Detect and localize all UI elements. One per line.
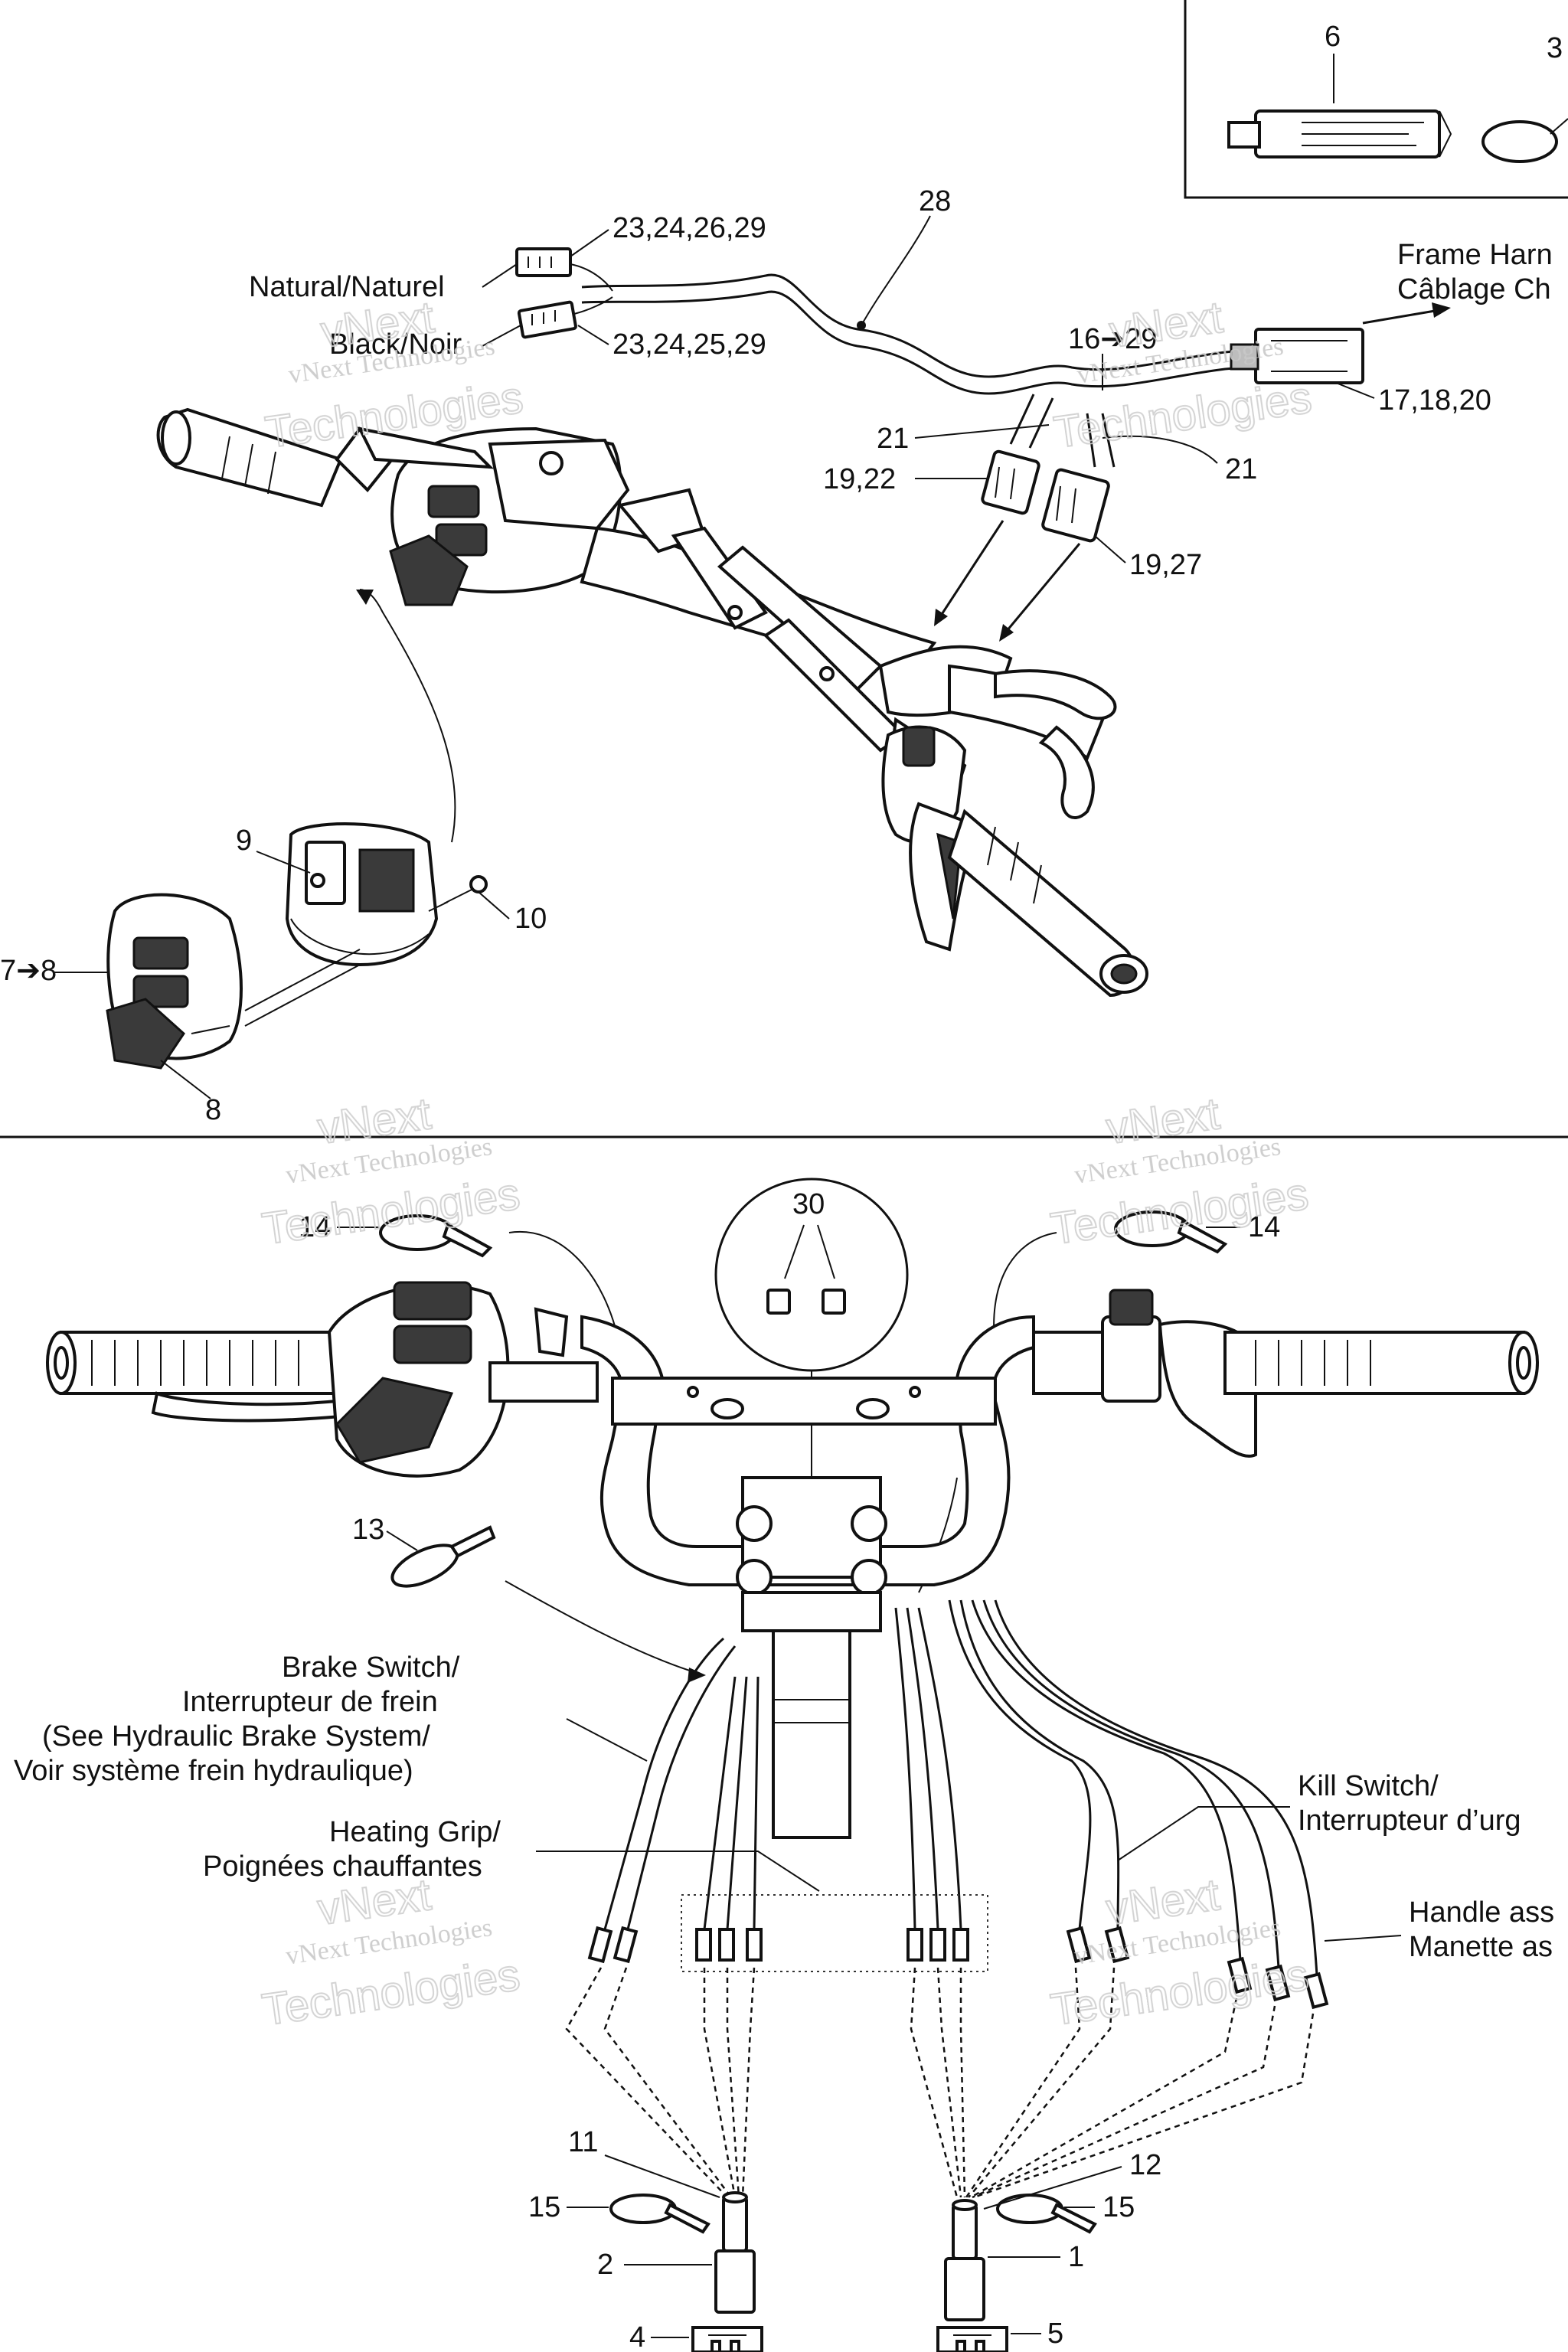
label-frame-harness-1: Frame Harn: [1397, 239, 1553, 271]
callout-16-29: 16➔29: [1068, 323, 1157, 355]
label-heating-grip-1: Heating Grip/: [329, 1816, 501, 1848]
connector-1: [944, 2257, 985, 2321]
lower-handlebar: [46, 1281, 1539, 1839]
callout-21-left: 21: [877, 423, 909, 455]
connector-19-22: [981, 394, 1054, 515]
cable-tie-14-right: [1114, 1210, 1228, 1254]
label-handle-assembly-2: Manette as: [1409, 1931, 1553, 1963]
frame-connector: [1230, 328, 1364, 384]
label-natural: Natural/Naturel: [249, 271, 445, 303]
label-brake-switch-4: Voir système frein hydraulique): [14, 1755, 413, 1787]
callout-13: 13: [352, 1514, 384, 1546]
label-brake-switch-2: Interrupteur de frein: [182, 1686, 438, 1718]
grease-tube: [1227, 109, 1452, 158]
callout-15-right: 15: [1102, 2191, 1135, 2223]
label-handle-assembly-1: Handle ass: [1409, 1896, 1554, 1929]
connector-11: [722, 2191, 748, 2252]
cable-tie-13: [390, 1525, 496, 1588]
callout-6: 6: [1325, 21, 1341, 53]
detail-circle-30: 30: [714, 1178, 909, 1493]
callout-30: 30: [792, 1188, 825, 1220]
callout-1: 1: [1068, 2241, 1084, 2273]
wire-harness: [587, 1599, 1329, 2010]
cable-tie-14-left: [379, 1214, 493, 1258]
callout-3: 3: [1547, 32, 1563, 64]
label-kill-switch-1: Kill Switch/: [1298, 1770, 1439, 1802]
connection-dashes: [565, 1967, 1315, 2199]
switch-cover-7-8: [106, 893, 243, 1070]
callout-19-27: 19,27: [1129, 549, 1202, 581]
callout-7-8: 7➔8: [0, 955, 57, 987]
callout-23-24-26-29: 23,24,26,29: [612, 212, 766, 244]
upper-handlebar: [156, 407, 1148, 998]
label-frame-harness-2: Câblage Ch: [1397, 273, 1551, 305]
callout-12: 12: [1129, 2149, 1161, 2181]
callout-14-right: 14: [1248, 1211, 1280, 1243]
connector-12: [952, 2199, 978, 2260]
label-heating-grip-2: Poignées chauffantes: [203, 1851, 482, 1883]
callout-9: 9: [236, 825, 252, 857]
callout-15-left: 15: [528, 2191, 560, 2223]
label-brake-switch-3: (See Hydraulic Brake System/: [42, 1720, 430, 1753]
callout-10: 10: [514, 903, 547, 935]
callout-17-18-20: 17,18,20: [1378, 384, 1491, 416]
callout-19-22: 19,22: [823, 463, 896, 495]
switch-housing-9: [285, 822, 439, 967]
lower-assembly: 30 14 14 13: [14, 1178, 1554, 2352]
connector-5: [936, 2326, 1008, 2352]
callout-21-right: 21: [1225, 453, 1257, 485]
callout-2: 2: [597, 2249, 613, 2281]
callout-23-24-25-29: 23,24,25,29: [612, 328, 766, 361]
label-black: Black/Noir: [329, 328, 462, 361]
connector-black: [517, 296, 613, 339]
connector-natural: [515, 247, 613, 292]
connector-4: [691, 2326, 763, 2352]
cable-tie-inset: [1481, 118, 1568, 163]
screw-10: [428, 875, 488, 912]
connector-19-27: [1041, 413, 1116, 543]
upper-assembly: 28 Natural/Naturel Black/Noir 23,24,26,2…: [0, 185, 1553, 1126]
callout-4: 4: [629, 2321, 645, 2352]
inset-box: 6 3: [1184, 0, 1568, 199]
callout-14-left: 14: [299, 1211, 331, 1243]
label-brake-switch-1: Brake Switch/: [282, 1651, 460, 1684]
label-kill-switch-2: Interrupteur d’urg: [1298, 1805, 1521, 1837]
callout-11: 11: [568, 2126, 598, 2158]
callout-5: 5: [1047, 2318, 1063, 2350]
cable-tie-15-right: [996, 2194, 1097, 2234]
connector-2: [714, 2249, 756, 2314]
callout-8: 8: [205, 1094, 221, 1126]
cable-tie-15-left: [609, 2194, 710, 2234]
callout-28: 28: [919, 185, 951, 217]
